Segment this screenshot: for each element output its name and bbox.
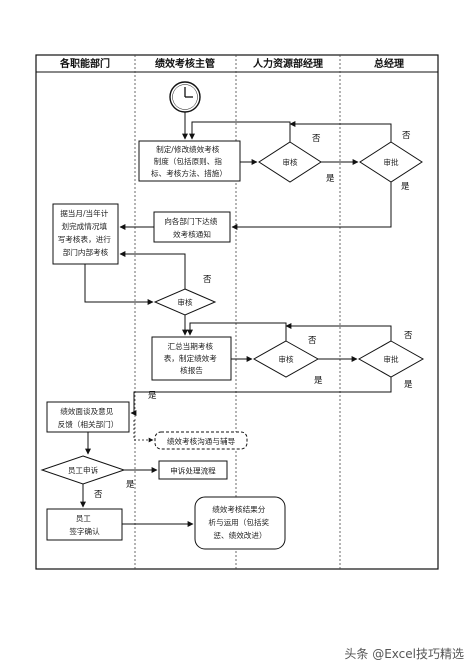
summary-report-line: 表，制定绩效考 [164, 353, 218, 363]
no-label: 否 [402, 131, 411, 141]
table-frame [35, 54, 439, 570]
dept-plan-line: 划完成情况填 [62, 221, 108, 231]
communication-label: 绩效考核沟通与辅导 [167, 436, 236, 446]
hr-review-2-label: 审核 [278, 354, 294, 364]
watermark: 头条 @Excel技巧精选 [344, 647, 464, 661]
connector [187, 322, 287, 341]
employee-sign-line: 员工 [76, 514, 92, 523]
connector [84, 264, 154, 305]
draft-plan-box [138, 140, 241, 182]
connector [289, 121, 392, 142]
lane-title-general-manager: 总经理 [374, 57, 404, 70]
yes-label: 是 [314, 376, 323, 386]
yes-label: 是 [126, 480, 135, 490]
lane-title-hr-manager: 人力资源部经理 [253, 57, 323, 70]
dept-plan-line: 写考核表，进行 [58, 234, 112, 244]
result-analysis-line: 绩效考核结果分 [212, 504, 266, 514]
yes-label: 是 [401, 182, 410, 192]
svg-text:向各部门下达绩 效考核通知: 向各部门下达绩 效考核通知 [164, 216, 220, 239]
svg-text:绩效考核结果分 析与运用（包括奖 惩、绩效改: 绩效考核结果分 析与运用（包括奖 惩、绩效改进） [208, 504, 271, 540]
draft-plan-line: 制定/修改绩效考核 [156, 144, 220, 154]
interview-line: 反馈（相关部门） [58, 419, 119, 429]
issue-notice-line: 效考核通知 [173, 229, 211, 239]
draft-plan-line: 标、考核方法、措施） [151, 168, 227, 178]
hr-review-diamond [258, 141, 322, 183]
appeal-process-label: 申诉处理流程 [170, 466, 216, 476]
connector [189, 121, 291, 142]
clock-icon [169, 81, 201, 113]
result-analysis-line: 析与运用（包括奖 [208, 517, 269, 527]
result-analysis-line: 惩、绩效改进） [213, 530, 266, 540]
no-label: 否 [312, 134, 321, 144]
summary-report-line: 汇总当期考核 [168, 341, 214, 351]
appeal-process-box [158, 460, 228, 480]
summary-report-box [151, 336, 232, 381]
yes-label: 是 [404, 380, 413, 390]
communication-box [154, 431, 248, 450]
svg-text:据当月/当年计 划完成情况填 写考核表，进行: 据当月/当年计 划完成情况填 写考核表，进行 部门内部考核 [58, 208, 114, 257]
svg-text:员工 签字确认: 员工 签字确认 [69, 514, 100, 536]
svg-text:汇总当期考核 表，制定绩效考 核报告: 汇总当期考核 表，制定绩效考 核报告 [164, 341, 220, 375]
dashed-connector [133, 420, 154, 443]
no-label: 否 [203, 275, 212, 285]
dept-plan-line: 据当月/当年计 [60, 208, 109, 218]
gm-approve-label: 审批 [383, 157, 399, 167]
lane-title-supervisor: 绩效考核主管 [155, 57, 215, 70]
svg-text:制定/修改绩效考核 制度（包括原则、指 标、: 制定/修改绩效考核 制度（包括原则、指 标、考核方法、措施） [151, 144, 227, 178]
yes-label: 是 [326, 174, 335, 184]
yes-label: 是 [148, 391, 157, 401]
lane-title-departments: 各职能部门 [59, 57, 110, 70]
dept-plan-line: 部门内部考核 [63, 247, 109, 257]
employee-sign-box [46, 508, 123, 541]
issue-notice-line: 向各部门下达绩 [164, 216, 218, 226]
connector [119, 251, 186, 289]
interview-box [46, 401, 130, 433]
draft-plan-line: 制度（包括原则、指 [154, 156, 223, 166]
svg-text:绩效面谈及意见 反馈（相关部门）: 绩效面谈及意见 反馈（相关部门） [58, 406, 119, 429]
interview-line: 绩效面谈及意见 [60, 406, 114, 416]
hr-review-diamond-2 [252, 340, 320, 378]
summary-report-line: 核报告 [180, 365, 203, 375]
employee-appeal-label: 员工申诉 [68, 465, 99, 475]
connector [130, 377, 392, 416]
no-label: 否 [308, 336, 317, 346]
no-label: 否 [94, 490, 103, 500]
hr-review-label: 审核 [282, 157, 298, 167]
connector [285, 323, 392, 341]
result-analysis-box [194, 496, 286, 550]
employee-sign-line: 签字确认 [69, 526, 100, 536]
gm-approve-2-label: 审批 [383, 354, 399, 364]
connector [231, 182, 392, 230]
supervisor-review-label: 审核 [177, 297, 193, 307]
no-label: 否 [404, 331, 413, 341]
